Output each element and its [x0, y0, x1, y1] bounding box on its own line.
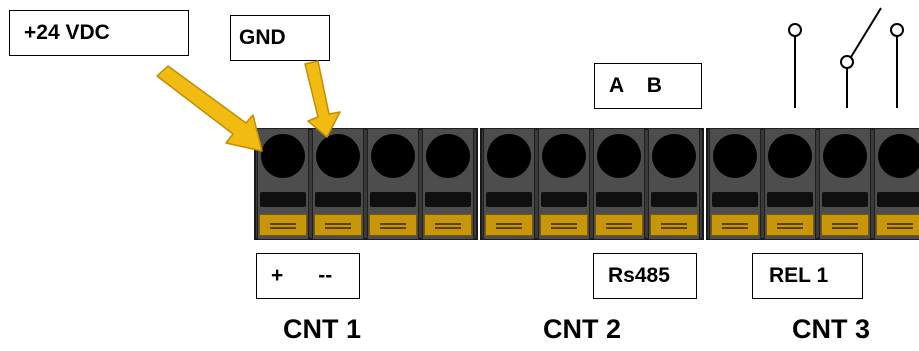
- screw: [259, 214, 307, 236]
- terminal-3: [367, 128, 419, 240]
- screw: [766, 214, 814, 236]
- wire-hole: [713, 134, 757, 178]
- ab-label: A B: [594, 63, 702, 109]
- terminal-11: [819, 128, 871, 240]
- terminal-7: [593, 128, 645, 240]
- arrow-icon: [156, 65, 263, 152]
- cnt3-label: CNT 3: [792, 314, 871, 344]
- wire-hole: [316, 134, 360, 178]
- terminal-1: [257, 128, 309, 240]
- terminal-8: [648, 128, 700, 240]
- screw: [876, 214, 919, 236]
- screw: [711, 214, 759, 236]
- gnd-label: GND: [230, 15, 330, 61]
- screw: [424, 214, 472, 236]
- terminal-10: [764, 128, 816, 240]
- screw: [485, 214, 533, 236]
- cnt1-label: CNT 1: [283, 314, 362, 344]
- wire-hole: [597, 134, 641, 178]
- wire-hole: [878, 134, 919, 178]
- relay-switch-icon: [788, 7, 904, 108]
- wire-hole: [261, 134, 305, 178]
- screw: [650, 214, 698, 236]
- screw: [821, 214, 869, 236]
- cnt2-label: CNT 2: [543, 314, 622, 344]
- wire-hole: [487, 134, 531, 178]
- terminal-4: [422, 128, 474, 240]
- vdc-label: +24 VDC: [9, 10, 189, 56]
- terminal-5: [483, 128, 535, 240]
- terminal-6: [538, 128, 590, 240]
- rel1-label: REL 1: [752, 253, 863, 299]
- arrow-icon: [304, 60, 341, 138]
- wire-hole: [823, 134, 867, 178]
- terminal-12: [874, 128, 919, 240]
- screw: [595, 214, 643, 236]
- wire-hole: [371, 134, 415, 178]
- rs485-label: Rs485: [593, 253, 697, 299]
- wire-hole: [768, 134, 812, 178]
- screw: [314, 214, 362, 236]
- terminal-2: [312, 128, 364, 240]
- wire-hole: [542, 134, 586, 178]
- wire-hole: [652, 134, 696, 178]
- terminal-9: [709, 128, 761, 240]
- polarity-label: + --: [256, 253, 360, 299]
- screw: [369, 214, 417, 236]
- screw: [540, 214, 588, 236]
- wire-hole: [426, 134, 470, 178]
